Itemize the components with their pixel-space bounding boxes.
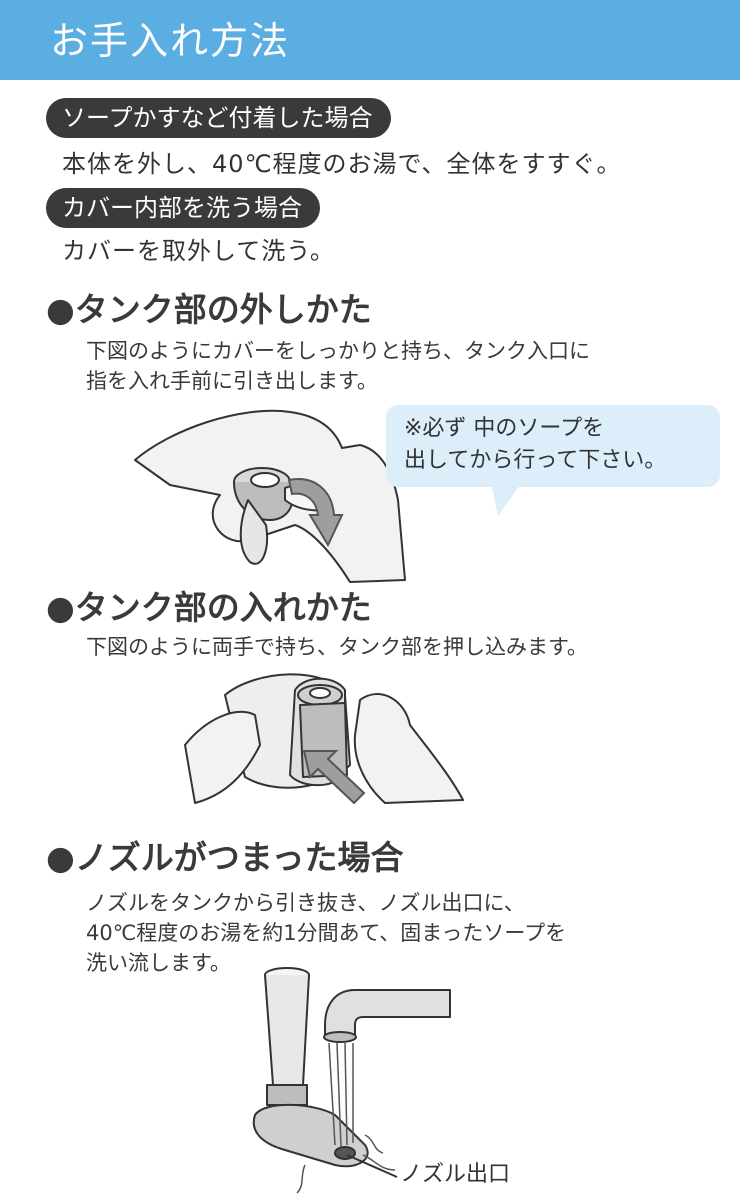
nozzle-outlet-label: ノズル出口 (400, 1162, 511, 1187)
note-line: ※必ず 中のソープを (404, 416, 605, 441)
desc-line: 下図のようにカバーをしっかりと持ち、タンク入口に (86, 339, 590, 363)
note-bubble: ※必ず 中のソープを 出してから行って下さい。 (386, 405, 720, 487)
desc-line: 40℃程度のお湯を約1分間あて、固まったソープを (86, 921, 567, 945)
desc-tank-removal: 下図のようにカバーをしっかりと持ち、タンク入口に 指を入れ手前に引き出します。 (86, 336, 590, 396)
nozzle-faucet-illustration (252, 967, 451, 1194)
desc-line: ノズルをタンクから引き抜き、ノズル出口に、 (86, 891, 525, 915)
section-title-tank-removal: ●タンク部の外しかた (46, 290, 372, 329)
hand-pull-illustration (134, 409, 406, 583)
page-title: お手入れ方法 (50, 19, 291, 63)
push-arrow-icon (302, 750, 366, 805)
label-soap-residue: ソープかすなど付着した場合 (46, 98, 391, 138)
pull-arrow-icon (287, 478, 344, 548)
desc-tank-insert: 下図のように両手で持ち、タンク部を押し込みます。 (86, 635, 588, 659)
bubble-tail (490, 478, 525, 516)
section-title-nozzle-clog: ●ノズルがつまった場合 (46, 838, 404, 877)
desc-nozzle-clog: ノズルをタンクから引き抜き、ノズル出口に、 40℃程度のお湯を約1分間あて、固ま… (86, 888, 566, 978)
desc-line: 洗い流します。 (86, 951, 231, 975)
header-bar: お手入れ方法 (0, 0, 740, 80)
label-cover-inside: カバー内部を洗う場合 (46, 188, 320, 228)
desc-line: 指を入れ手前に引き出します。 (86, 369, 378, 393)
section-title-tank-insert: ●タンク部の入れかた (46, 588, 372, 627)
note-line: 出してから行って下さい。 (404, 448, 667, 473)
text-soap-residue: 本体を外し、40℃程度のお湯で、全体をすすぐ。 (62, 150, 622, 178)
text-cover-inside: カバーを取外して洗う。 (62, 237, 335, 265)
